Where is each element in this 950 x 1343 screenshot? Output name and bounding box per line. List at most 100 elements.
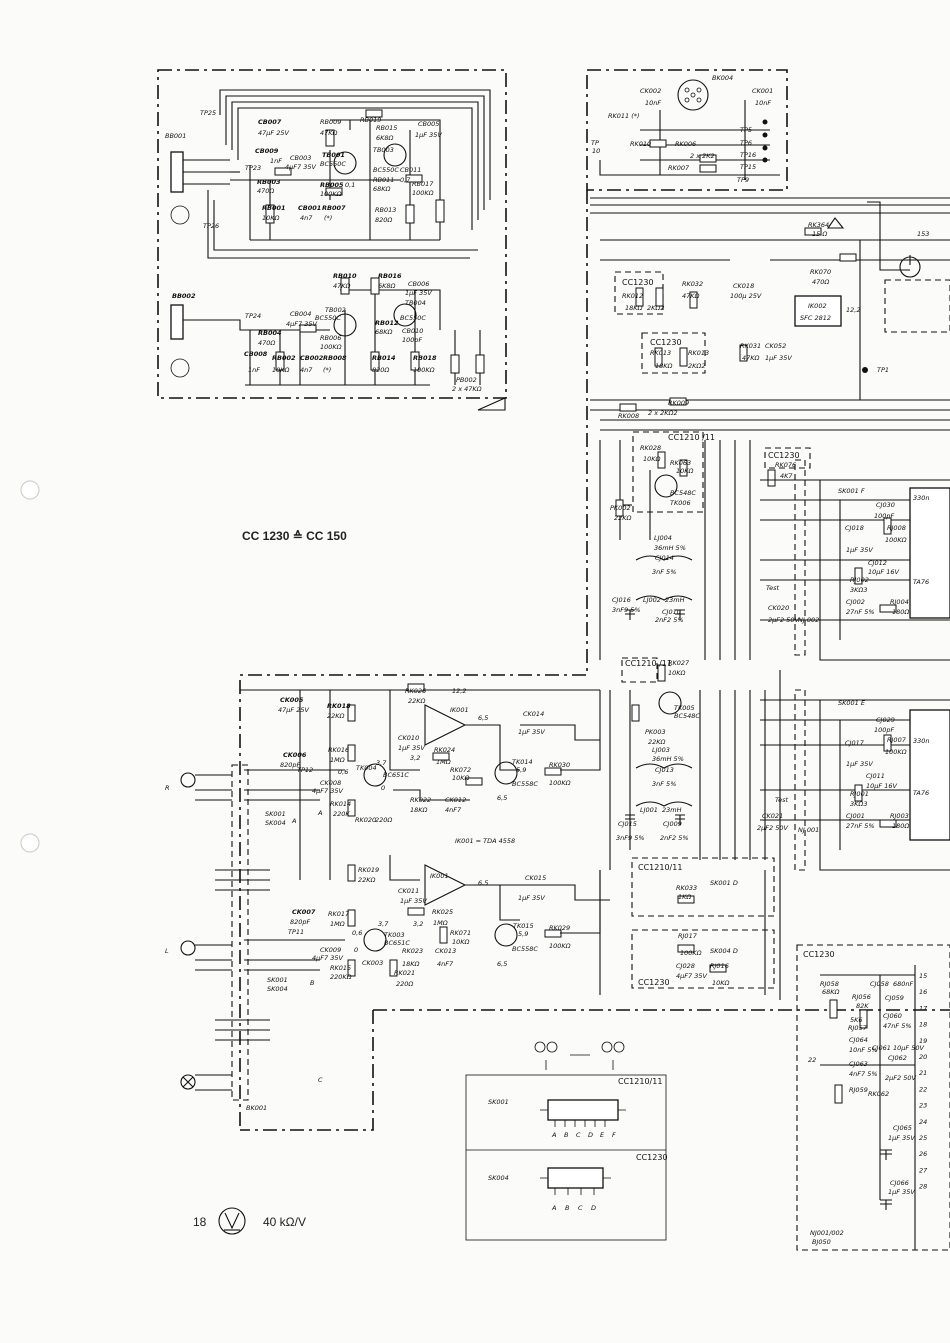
- module-tag-cc1230-b: CC1230: [650, 338, 682, 347]
- pin-number: 15: [919, 972, 927, 980]
- label-rb003-val: 470Ω: [257, 187, 274, 195]
- label-ck008-val: 4µF7 35V: [312, 787, 343, 795]
- pin-number: 25: [919, 1134, 927, 1142]
- label-tp9: TP9: [737, 176, 749, 184]
- switch-pin-letter: B: [565, 1204, 570, 1212]
- label-rk006: RK006: [675, 140, 696, 148]
- label-cj028: CJ028: [676, 962, 695, 970]
- label-tk014: TK014: [512, 758, 533, 766]
- label-sk001-diagram: SK001: [488, 1098, 509, 1106]
- label-sk001-l: SK001: [267, 976, 288, 984]
- pin-number: 22: [919, 1085, 927, 1093]
- label-rk033: RK033: [676, 884, 697, 892]
- switch-pin-letter: D: [588, 1131, 593, 1139]
- label-rb011-val: 68KΩ: [373, 185, 391, 193]
- label-bb001: BB001: [165, 132, 186, 140]
- label-test-upper: Test: [766, 584, 780, 592]
- pin-number: 19: [919, 1037, 927, 1045]
- label-cj009: CJ009: [663, 820, 682, 828]
- label-rj002: RJ002: [850, 576, 869, 584]
- label-tb003: TB003: [373, 146, 394, 154]
- label-ck009: CK009: [320, 946, 341, 954]
- label-rk014-val: 220K: [333, 810, 350, 818]
- label-cb006: CB006: [408, 280, 429, 288]
- label-ik002: IK002: [808, 302, 827, 310]
- pin-number: 23: [919, 1102, 927, 1110]
- label-ta76-lower: TA76: [913, 789, 929, 797]
- label-rk027-val: 10KΩ: [668, 669, 686, 677]
- label-rk072-val: 10KΩ: [452, 774, 470, 782]
- label-rk013b: RK013: [688, 349, 709, 357]
- label-cj066: CJ066: [890, 1179, 909, 1187]
- label-rk014: RK014: [330, 800, 351, 808]
- label-ik001-upper: IK001: [450, 706, 469, 714]
- label-a-switch-2: A: [291, 817, 296, 825]
- label-ck014-val: 1µF 35V: [518, 728, 545, 736]
- label-rb005: RB005: [320, 181, 344, 189]
- label-c-switch: C: [318, 1076, 323, 1084]
- label-rj001: RJ001: [850, 790, 869, 798]
- switch-pin-letter: A: [551, 1131, 556, 1139]
- label-ck009-val: 4µF7 35V: [312, 954, 343, 962]
- pin-number: 18: [919, 1021, 927, 1029]
- voltage-6-5-d: 6,5: [497, 960, 507, 968]
- label-rk076: RK076: [775, 461, 796, 469]
- label-rb002: RB002: [272, 354, 296, 362]
- label-rk071-val: 10KΩ: [452, 938, 470, 946]
- label-rk006-val: 2 x 2K2: [690, 152, 715, 160]
- label-tp15: TP15: [740, 163, 756, 171]
- label-rb012: RB012: [375, 319, 399, 327]
- label-rk024: RK024: [434, 746, 455, 754]
- label-rk063-val: 10KΩ: [676, 467, 694, 475]
- label-lj002-val: 23mH: [665, 596, 685, 604]
- pin-number: 17: [919, 1004, 928, 1012]
- label-rb008-val: (*): [323, 366, 331, 374]
- label-ta76-upper: TA76: [913, 578, 929, 586]
- label-rk030-val: 100KΩ: [549, 779, 571, 787]
- label-cj001: CJ001: [846, 812, 865, 820]
- component-labels: BB001 TP25 TP23 TP26 CB007 47µF 25V RB00…: [165, 74, 930, 1246]
- switch-pin-letter: A: [551, 1204, 556, 1212]
- switch-pin-letter: E: [600, 1131, 605, 1139]
- label-cb010: CB010: [402, 327, 423, 335]
- label-rk033-val: 1KΩ: [678, 893, 691, 901]
- label-rk017: RK017: [328, 910, 350, 918]
- output-amp-right: [240, 683, 601, 880]
- filter-section-upper: [599, 431, 950, 661]
- label-tk006: TK006: [670, 499, 691, 507]
- title-equivalence: CC 1230 ≙ CC 150: [242, 529, 347, 543]
- label-tp23: TP23: [245, 164, 261, 172]
- label-cj066-val: 1µF 35V: [888, 1188, 915, 1196]
- label-rk020: RK020: [355, 816, 376, 824]
- label-ck006: CK006: [283, 751, 307, 759]
- label-cb002-val: 4n7: [300, 366, 313, 374]
- label-rj058: RJ058: [820, 980, 839, 988]
- label-cj015: CJ015: [618, 820, 637, 828]
- label-tp24: TP24: [245, 312, 261, 320]
- label-cb004-val: 4µF7 35V: [286, 320, 317, 328]
- label-tb002: TB002: [325, 306, 346, 314]
- label-cj030-val: 100pF: [874, 512, 895, 520]
- label-tb001: TB001: [322, 151, 345, 159]
- label-lj004-val: 36mH 5%: [654, 544, 686, 552]
- label-rk021: RK021: [394, 969, 415, 977]
- label-rb001: RB001: [262, 204, 286, 212]
- label-sk001e: SK001 E: [838, 699, 866, 707]
- switch-pin-letter: B: [564, 1131, 569, 1139]
- label-rk013b-val: 2KΩ2: [688, 362, 706, 370]
- module-tag-cc1230-e: CC1230: [636, 1153, 668, 1162]
- label-ck001: CK001: [752, 87, 773, 95]
- label-cb002: CB002: [300, 354, 324, 362]
- label-rb014: RB014: [372, 354, 396, 362]
- label-rk011: RK011 (*): [608, 112, 640, 120]
- label-tp: TP: [591, 139, 599, 147]
- label-tp5: TP5: [740, 126, 752, 134]
- label-rj008: RJ008: [887, 524, 906, 532]
- label-rb010-val: 47KΩ: [333, 282, 351, 290]
- label-rk025-val: 1MΩ: [433, 919, 448, 927]
- pin-number: 21: [919, 1069, 927, 1077]
- label-tk014-type: BC558C: [512, 780, 538, 788]
- label-pb002: PB002: [456, 376, 477, 384]
- module-tag-cc1230-c: CC1230: [768, 451, 800, 460]
- voltage-5-9-b: 5,9: [518, 930, 528, 938]
